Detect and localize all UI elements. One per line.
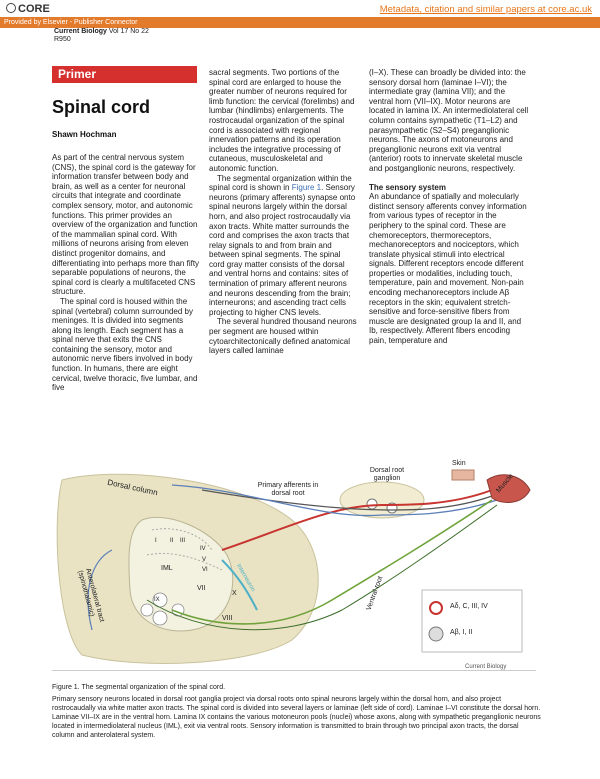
legend-swatch-gray — [428, 626, 444, 642]
label-drg: Dorsal root ganglion — [369, 467, 405, 482]
core-metadata-link[interactable]: Metadata, citation and similar papers at… — [379, 4, 592, 15]
core-logo-icon — [6, 3, 16, 13]
paragraph: An abundance of spatially and molecularl… — [369, 192, 527, 346]
dorsal-root-ganglion — [339, 481, 425, 519]
motor-pool — [152, 610, 168, 626]
label-primary-afferents: Primary afferents in dorsal root — [257, 482, 319, 497]
label-ix: IX — [154, 597, 160, 603]
journal-page: R950 — [54, 36, 71, 43]
paragraph: As part of the central nervous system (C… — [52, 153, 200, 297]
anterolateral-tract — [87, 549, 113, 631]
journal-issue: Vol 17 No 22 — [108, 28, 149, 35]
ganglion-neuron — [366, 498, 378, 510]
lamina-boundary — [151, 528, 213, 551]
label-iv: IV — [200, 546, 206, 552]
lamina-boundary — [146, 553, 223, 571]
label-i: I — [155, 538, 157, 544]
paragraph: sacral segments. Two portions of the spi… — [209, 68, 355, 173]
section-heading: The sensory system — [369, 182, 446, 192]
article-author: Shawn Hochman — [52, 130, 117, 139]
label-ii: II — [170, 538, 174, 544]
figure-caption: Figure 1. The segmental organization of … — [52, 683, 542, 740]
legend-box — [421, 589, 523, 653]
article-title: Spinal cord — [52, 97, 151, 117]
label-vi: VI — [202, 567, 208, 573]
paragraph: The segmental organization within the sp… — [209, 173, 356, 317]
legend-label-1: Aδ, C, III, IV — [450, 603, 488, 610]
label-x: X — [232, 590, 237, 597]
journal-header: Current Biology Vol 17 No 22 R950 — [54, 28, 149, 44]
afferent-fiber-red — [221, 489, 493, 551]
label-viii: VIII — [222, 615, 233, 622]
afferent-fiber-dark — [201, 489, 493, 511]
paragraph: (I–X). These can broadly be divided into… — [369, 68, 529, 173]
spinal-cord-diagram — [56, 469, 531, 664]
legend-swatch-red — [429, 601, 443, 615]
label-skin: Skin — [452, 460, 466, 467]
text-column-3: (I–X). These can broadly be divided into… — [369, 68, 529, 346]
figure-credit: Current Biology — [465, 664, 507, 670]
figure-1-link[interactable]: Figure 1 — [291, 183, 322, 193]
interneuron-path — [221, 559, 258, 611]
muscle-shape — [486, 474, 531, 503]
core-logo: CORE — [6, 3, 50, 15]
caption-text: Primary sensory neurons located in dorsa… — [52, 696, 541, 739]
figure-1: Dorsal column Primary afferents in dorsa… — [52, 460, 536, 671]
label-iml: IML — [161, 565, 173, 572]
text-column-1: As part of the central nervous system (C… — [52, 153, 200, 393]
afferent-fiber-blue — [171, 484, 498, 517]
legend-label-2: Aβ, I, II — [450, 629, 473, 636]
motor-pool — [140, 603, 154, 617]
provided-by-banner: Provided by Elsevier - Publisher Connect… — [0, 17, 600, 28]
caption-title: Figure 1. The segmental organization of … — [52, 684, 226, 691]
paragraph: The spinal cord is housed within the spi… — [52, 296, 198, 393]
skin-patch — [451, 469, 475, 481]
paragraph: The several hundred thousand neurons per… — [209, 317, 357, 356]
label-v: V — [202, 557, 207, 563]
core-topbar: CORE Metadata, citation and similar pape… — [0, 0, 600, 22]
text-column-2: sacral segments. Two portions of the spi… — [209, 68, 357, 356]
ventral-root-fiber — [146, 504, 498, 631]
section-label: Primer — [52, 66, 197, 83]
label-iii: III — [180, 538, 186, 544]
journal-name: Current Biology — [54, 28, 107, 35]
ventral-root-fiber — [171, 499, 493, 625]
label-vii: VII — [197, 585, 206, 592]
